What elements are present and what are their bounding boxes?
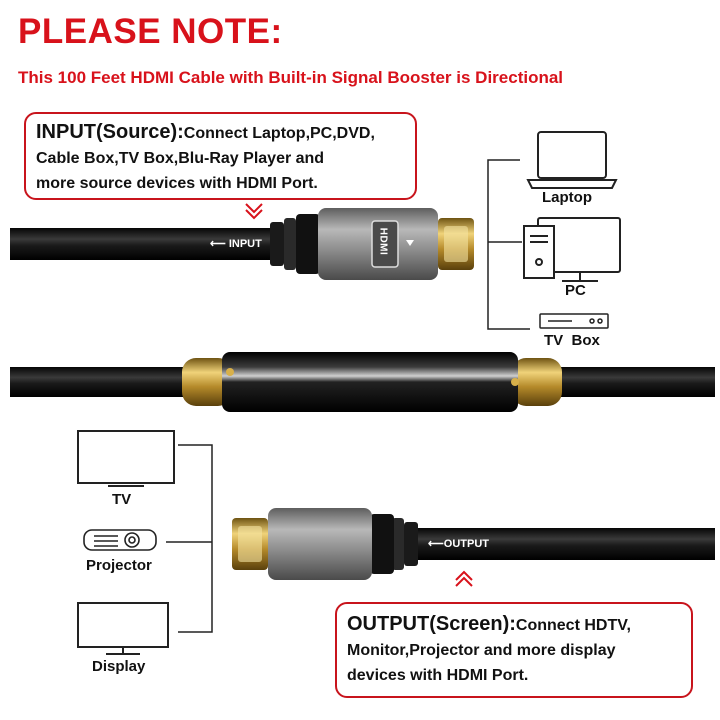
output-cable (232, 508, 715, 580)
laptop-label: Laptop (542, 189, 592, 206)
input-cable (10, 208, 474, 280)
display-label: Display (92, 658, 146, 675)
projector-label: Projector (86, 557, 152, 574)
tv-box-icon (539, 313, 609, 329)
projector-icon (83, 529, 157, 551)
output-text-line1: Connect HDTV, (515, 617, 631, 634)
output-heading: OUTPUT(Screen): (347, 613, 516, 635)
desktop-pc-icon (523, 217, 621, 282)
laptop-icon (526, 131, 618, 189)
output-cable-label: ⟵OUTPUT (428, 538, 490, 550)
tv-label: TV (112, 491, 132, 508)
input-callout: INPUT(Source):Connect Laptop,PC,DVD, Cab… (24, 112, 417, 200)
input-heading: INPUT(Source): (36, 121, 184, 143)
input-text-line2: Cable Box,TV Box,Blu-Ray Player and (36, 150, 325, 167)
input-direction-chevrons-icon (245, 203, 263, 220)
display-bracket (166, 444, 213, 633)
input-cable-label: ⟵ INPUT (210, 238, 262, 250)
monitor-icon (77, 602, 169, 655)
pc-label: PC (565, 282, 586, 299)
tv-box-label: TV Box (544, 332, 600, 349)
input-text-line1: Connect Laptop,PC,DVD, (183, 125, 375, 142)
arrow-left-icon: ⟵ (428, 538, 444, 550)
hdmi-logo: HDMI (377, 227, 389, 256)
input-text-line3: more source devices with HDMI Port. (36, 175, 318, 192)
tv-icon (77, 430, 175, 487)
page-subtitle: This 100 Feet HDMI Cable with Built-in S… (18, 68, 564, 87)
booster-cable (10, 352, 715, 412)
output-direction-chevrons-icon (455, 570, 473, 587)
arrow-left-icon: ⟵ (210, 238, 229, 250)
output-callout: OUTPUT(Screen):Connect HDTV, Monitor,Pro… (335, 602, 693, 698)
source-bracket (487, 159, 530, 330)
output-text-line3: devices with HDMI Port. (347, 667, 529, 684)
output-text-line2: Monitor,Projector and more display (347, 642, 616, 659)
page-title: PLEASE NOTE: (18, 12, 283, 51)
